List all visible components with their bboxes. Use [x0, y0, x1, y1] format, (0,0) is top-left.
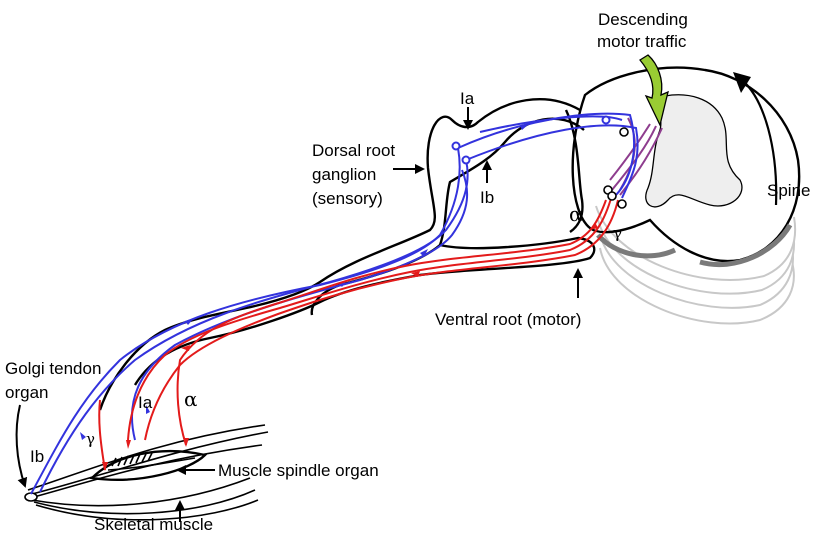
spinal-cord-segments — [596, 206, 795, 323]
label-spine: Spine — [767, 181, 810, 200]
label-descending-line1: Descending — [598, 10, 688, 29]
label-golgi-line2: organ — [5, 383, 48, 402]
label-ib-top: Ib — [480, 188, 494, 207]
spine-arrow-head — [733, 72, 751, 93]
label-alpha-bottom: α — [184, 387, 198, 411]
golgi-tendon-organ-ending — [25, 493, 37, 501]
label-drg-line3: (sensory) — [312, 189, 383, 208]
label-descending-line2: motor traffic — [597, 32, 687, 51]
label-golgi-line1: Golgi tendon — [5, 359, 101, 378]
label-ib-bottom: Ib — [30, 447, 44, 466]
cord-neurons — [604, 128, 628, 208]
label-spindle: Muscle spindle organ — [218, 461, 379, 480]
label-ia-top: Ia — [460, 89, 475, 108]
label-alpha-cord: α — [569, 202, 583, 226]
label-drg-line1: Dorsal root — [312, 141, 395, 160]
motor-fibers — [99, 195, 618, 471]
label-ia-bottom: Ia — [138, 393, 153, 412]
label-drg-line2: ganglion — [312, 165, 376, 184]
label-ventral-root: Ventral root (motor) — [435, 310, 581, 329]
label-gamma-cord: γ — [613, 224, 622, 242]
label-skeletal: Skeletal muscle — [94, 515, 213, 534]
label-gamma-bottom: γ — [86, 430, 95, 448]
